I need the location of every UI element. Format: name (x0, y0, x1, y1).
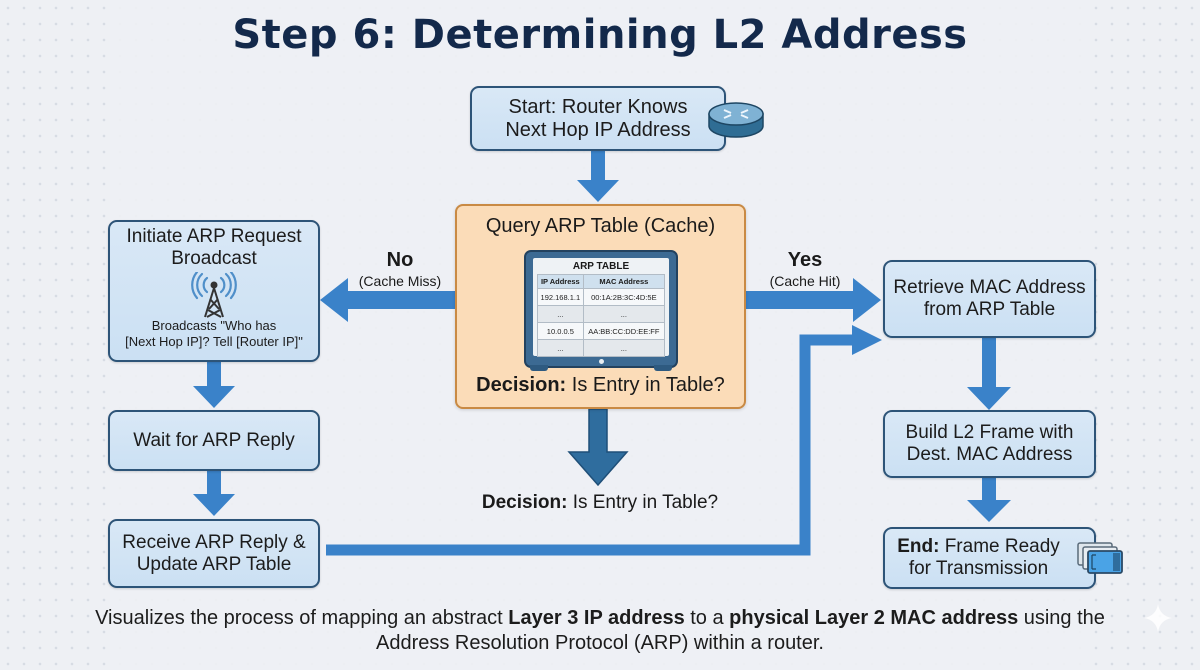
arp-cell-ip: ... (537, 305, 584, 323)
node-receive-arp-reply: Receive ARP Reply & Update ARP Table (108, 519, 320, 588)
arrow-retrieve-to-build (967, 338, 1011, 410)
arp-header-mac: MAC Address (582, 274, 666, 289)
node-initiate-note2: [Next Hop IP]? Tell [Router IP]" (125, 334, 303, 349)
node-build-l2-frame: Build L2 Frame with Dest. MAC Address (883, 410, 1096, 478)
sparkle-icon (1144, 604, 1172, 632)
node-receive-line2: Update ARP Table (136, 553, 292, 575)
caption-bold: Layer 3 IP address (508, 607, 685, 629)
node-query-title: Query ARP Table (Cache) (485, 215, 716, 237)
monitor-foot (530, 365, 548, 371)
arp-row: 10.0.0.5 AA:BB:CC:DD:EE:FF (537, 322, 666, 340)
caption-text: Visualizes the process of mapping an abs… (95, 607, 509, 629)
caption-text: using the Address Resolution Protocol (A… (376, 607, 1105, 654)
caption-text: to a (684, 607, 730, 629)
node-end-bold: End: (897, 536, 940, 557)
node-retrieve-line1: Retrieve MAC Address (893, 277, 1086, 298)
arrow-build-to-end (967, 477, 1011, 522)
monitor-foot (654, 365, 672, 371)
node-initiate-arp-request: Initiate ARP Request Broadcast Broadcast… (108, 220, 320, 362)
arrow-decision-down (567, 408, 629, 487)
edge-label-no-main: No (386, 249, 414, 271)
edge-label-yes: Yes (Cache Hit) (745, 248, 865, 290)
node-initiate-line1: Initiate ARP Request (126, 226, 302, 247)
arp-table-title: ARP TABLE (572, 261, 630, 272)
monitor-icon: ARP TABLE IP Address MAC Address 192.168… (524, 250, 678, 371)
frames-icon (1077, 542, 1123, 574)
node-wait-arp-reply: Wait for ARP Reply (108, 410, 320, 471)
arp-header-ip: IP Address (537, 274, 584, 289)
edge-label-no-sub: (Cache Miss) (358, 273, 442, 289)
arp-row: ... ... (537, 305, 666, 323)
node-build-line2: Dest. MAC Address (906, 444, 1073, 465)
node-end-line1: End: Frame Ready (897, 536, 1060, 558)
arrow-receive-to-retrieve-line (326, 334, 856, 556)
arrow-no-to-initiate (320, 278, 455, 322)
edge-label-decision-rest: Is Entry in Table? (567, 492, 719, 513)
edge-label-yes-main: Yes (787, 249, 823, 271)
node-build-line1: Build L2 Frame with (905, 422, 1074, 443)
edge-label-yes-sub: (Cache Hit) (769, 273, 841, 289)
arp-cell-mac: 00:1A:2B:3C:4D:5E (582, 288, 666, 306)
page-title: Step 6: Determining L2 Address (232, 12, 968, 58)
arp-cell-mac: AA:BB:CC:DD:EE:FF (582, 322, 666, 340)
edge-label-decision-bold: Decision: (481, 492, 568, 513)
monitor-power-dot (599, 359, 604, 364)
arrow-initiate-to-wait (193, 362, 235, 408)
arp-cell-mac: ... (582, 305, 666, 323)
arp-cell-ip: 10.0.0.5 (537, 322, 584, 340)
node-start-line1: Start: Router Knows (508, 95, 688, 118)
node-receive-line1: Receive ARP Reply & (122, 531, 306, 553)
router-icon (708, 102, 764, 138)
node-start: Start: Router Knows Next Hop IP Address (470, 86, 726, 151)
edge-label-decision: Decision: Is Entry in Table? (440, 492, 760, 514)
broadcast-tower-icon (191, 272, 237, 318)
arrow-receive-to-retrieve-head (852, 325, 882, 355)
arp-table: IP Address MAC Address 192.168.1.1 00:1A… (537, 274, 666, 357)
arp-table-screen: ARP TABLE IP Address MAC Address 192.168… (533, 258, 669, 357)
arp-cell-mac: ... (582, 339, 666, 357)
decision-rest: Is Entry in Table? (566, 374, 725, 396)
decision-bold: Decision: (476, 374, 567, 396)
arp-row: 192.168.1.1 00:1A:2B:3C:4D:5E (537, 288, 666, 306)
arrow-yes-to-retrieve (746, 278, 881, 322)
node-retrieve-mac: Retrieve MAC Address from ARP Table (883, 260, 1096, 338)
arp-cell-ip: 192.168.1.1 (537, 288, 584, 306)
caption: Visualizes the process of mapping an abs… (60, 606, 1140, 656)
node-wait-label: Wait for ARP Reply (133, 429, 295, 451)
node-retrieve-line2: from ARP Table (923, 299, 1056, 320)
node-initiate-note1: Broadcasts "Who has (151, 318, 277, 333)
caption-bold: physical Layer 2 MAC address (729, 607, 1019, 629)
arp-row: ... ... (537, 339, 666, 357)
node-end: End: Frame Ready for Transmission (883, 527, 1096, 589)
node-end-line2: for Transmission (908, 558, 1049, 579)
node-start-line2: Next Hop IP Address (505, 118, 691, 141)
arrow-wait-to-receive (193, 471, 235, 516)
arp-cell-ip: ... (537, 339, 584, 357)
node-end-line1-rest: Frame Ready (939, 536, 1060, 557)
edge-label-no: No (Cache Miss) (340, 248, 460, 290)
node-initiate-line2: Broadcast (171, 248, 257, 269)
node-query-arp-table: Query ARP Table (Cache) ARP TABLE IP Add… (455, 204, 746, 409)
arrow-start-to-query (577, 150, 619, 202)
node-query-decision: Decision: Is Entry in Table? (457, 374, 744, 397)
